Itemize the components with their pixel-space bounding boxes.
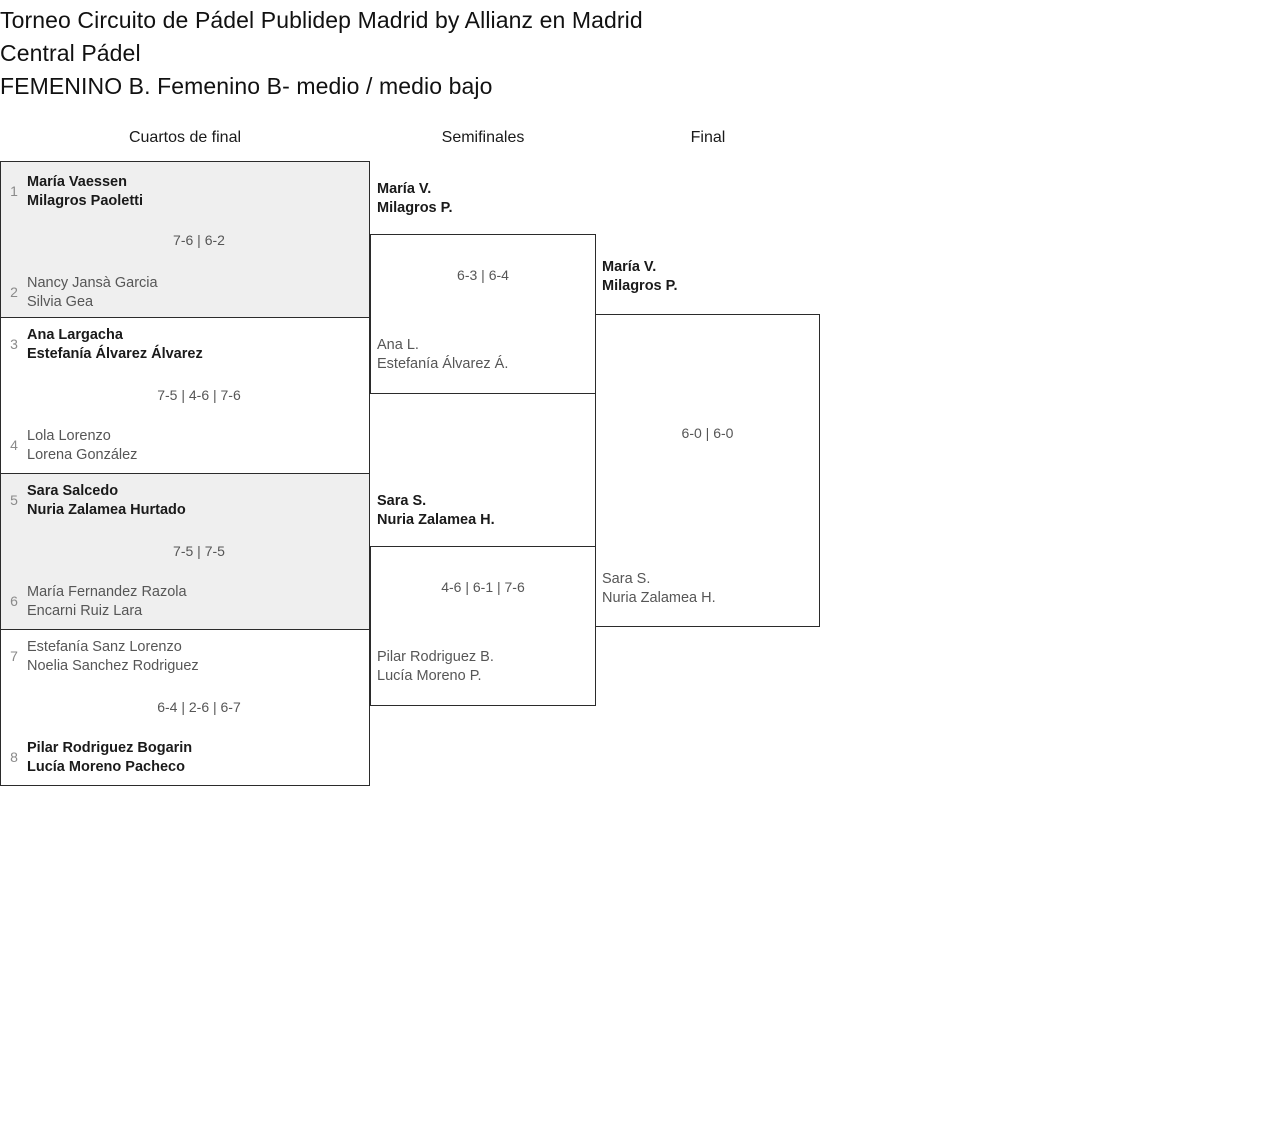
- match-qf-3-team-bottom[interactable]: 6 María Fernandez Razola Encarni Ruiz La…: [1, 583, 371, 620]
- match-qf-1-team-top[interactable]: 1 María Vaessen Milagros Paoletti: [1, 173, 371, 210]
- player-name: Nuria Zalamea Hurtado: [27, 501, 186, 518]
- team-names: Ana Largacha Estefanía Álvarez Álvarez: [27, 326, 203, 363]
- match-final[interactable]: 6-0 | 6-0: [595, 314, 820, 627]
- match-sf-1-team-bottom[interactable]: Ana L. Estefanía Álvarez Á.: [377, 336, 607, 373]
- player-name: María Vaessen: [27, 174, 127, 190]
- player-name: Nancy Jansà Garcia: [27, 275, 158, 291]
- seed-number: 4: [10, 437, 18, 453]
- player-name: Encarni Ruiz Lara: [27, 602, 143, 619]
- match-qf-3-score: 7-5 | 7-5: [173, 543, 225, 559]
- team-names: Estefanía Sanz Lorenzo Noelia Sanchez Ro…: [27, 638, 199, 675]
- round-header-final: Final: [690, 129, 726, 146]
- seed-number: 8: [10, 749, 18, 765]
- player-name: Pilar Rodriguez B.: [377, 649, 494, 665]
- tournament-title: Torneo Circuito de Pádel Publidep Madrid…: [0, 4, 860, 103]
- round-header-quarterfinals: Cuartos de final: [128, 129, 242, 146]
- match-qf-2-score: 7-5 | 4-6 | 7-6: [157, 387, 241, 403]
- match-final-team-top[interactable]: María V. Milagros P.: [602, 258, 832, 295]
- title-line-2: Central Pádel: [0, 40, 141, 66]
- player-name: Ana Largacha: [27, 327, 123, 343]
- player-name: Milagros Paoletti: [27, 192, 144, 209]
- player-name: Pilar Rodriguez Bogarin: [27, 740, 193, 756]
- player-name: María V.: [602, 259, 657, 275]
- match-sf-1-team-top[interactable]: María V. Milagros P.: [377, 180, 607, 217]
- player-name: Estefanía Álvarez Á.: [377, 355, 509, 372]
- seed-number: 3: [10, 336, 18, 352]
- player-name: Ana L.: [377, 337, 419, 353]
- match-qf-1-team-bottom[interactable]: 2 Nancy Jansà Garcia Silvia Gea: [1, 274, 371, 311]
- team-names: Pilar Rodriguez Bogarin Lucía Moreno Pac…: [27, 739, 192, 776]
- player-name: Nuria Zalamea H.: [602, 589, 716, 606]
- match-qf-3[interactable]: 5 Sara Salcedo Nuria Zalamea Hurtado 7-5…: [0, 474, 370, 630]
- seed-number: 5: [10, 492, 18, 508]
- player-name: Sara S.: [602, 571, 651, 587]
- quarterfinals-column: 1 María Vaessen Milagros Paoletti 7-6 | …: [0, 161, 370, 786]
- seed-number: 2: [10, 284, 18, 300]
- match-qf-4-score: 6-4 | 2-6 | 6-7: [157, 699, 241, 715]
- match-final-team-bottom[interactable]: Sara S. Nuria Zalamea H.: [602, 570, 832, 607]
- title-line-1: Torneo Circuito de Pádel Publidep Madrid…: [0, 7, 643, 33]
- player-name: Milagros P.: [602, 277, 678, 294]
- bracket-canvas: 1 María Vaessen Milagros Paoletti 7-6 | …: [0, 161, 840, 791]
- team-names: Sara Salcedo Nuria Zalamea Hurtado: [27, 482, 186, 519]
- match-qf-1[interactable]: 1 María Vaessen Milagros Paoletti 7-6 | …: [0, 161, 370, 318]
- team-names: Nancy Jansà Garcia Silvia Gea: [27, 274, 158, 311]
- player-name: María V.: [377, 181, 432, 197]
- player-name: Nuria Zalamea H.: [377, 511, 495, 528]
- seed-number: 7: [10, 648, 18, 664]
- match-sf-2-team-bottom[interactable]: Pilar Rodriguez B. Lucía Moreno P.: [377, 648, 607, 685]
- match-qf-4-team-bottom[interactable]: 8 Pilar Rodriguez Bogarin Lucía Moreno P…: [1, 739, 371, 776]
- match-qf-4-team-top[interactable]: 7 Estefanía Sanz Lorenzo Noelia Sanchez …: [1, 638, 371, 675]
- player-name: Lola Lorenzo: [27, 428, 111, 444]
- match-qf-1-score: 7-6 | 6-2: [173, 232, 225, 248]
- player-name: Estefanía Álvarez Álvarez: [27, 345, 203, 362]
- team-names: María Fernandez Razola Encarni Ruiz Lara: [27, 583, 187, 620]
- player-name: Milagros P.: [377, 199, 453, 216]
- match-sf-2-team-top[interactable]: Sara S. Nuria Zalamea H.: [377, 492, 607, 529]
- team-names: Lola Lorenzo Lorena González: [27, 427, 137, 464]
- match-sf-2-score: 4-6 | 6-1 | 7-6: [441, 579, 525, 595]
- seed-number: 6: [10, 593, 18, 609]
- player-name: Silvia Gea: [27, 293, 94, 310]
- player-name: Estefanía Sanz Lorenzo: [27, 639, 182, 655]
- match-qf-4[interactable]: 7 Estefanía Sanz Lorenzo Noelia Sanchez …: [0, 630, 370, 786]
- match-qf-2-team-top[interactable]: 3 Ana Largacha Estefanía Álvarez Álvarez: [1, 326, 371, 363]
- player-name: Lucía Moreno Pacheco: [27, 758, 185, 775]
- player-name: Sara S.: [377, 493, 427, 509]
- team-names: María Vaessen Milagros Paoletti: [27, 173, 143, 210]
- player-name: María Fernandez Razola: [27, 584, 187, 600]
- round-header-semifinals: Semifinales: [441, 129, 525, 146]
- match-qf-3-team-top[interactable]: 5 Sara Salcedo Nuria Zalamea Hurtado: [1, 482, 371, 519]
- title-line-3: FEMENINO B. Femenino B- medio / medio ba…: [0, 73, 493, 99]
- player-name: Lorena González: [27, 446, 138, 463]
- player-name: Lucía Moreno P.: [377, 667, 482, 684]
- player-name: Sara Salcedo: [27, 483, 119, 499]
- player-name: Noelia Sanchez Rodriguez: [27, 657, 199, 674]
- seed-number: 1: [10, 183, 18, 199]
- match-sf-1-score: 6-3 | 6-4: [457, 267, 509, 283]
- match-final-score: 6-0 | 6-0: [681, 425, 734, 441]
- match-qf-2-team-bottom[interactable]: 4 Lola Lorenzo Lorena González: [1, 427, 371, 464]
- match-qf-2[interactable]: 3 Ana Largacha Estefanía Álvarez Álvarez…: [0, 318, 370, 474]
